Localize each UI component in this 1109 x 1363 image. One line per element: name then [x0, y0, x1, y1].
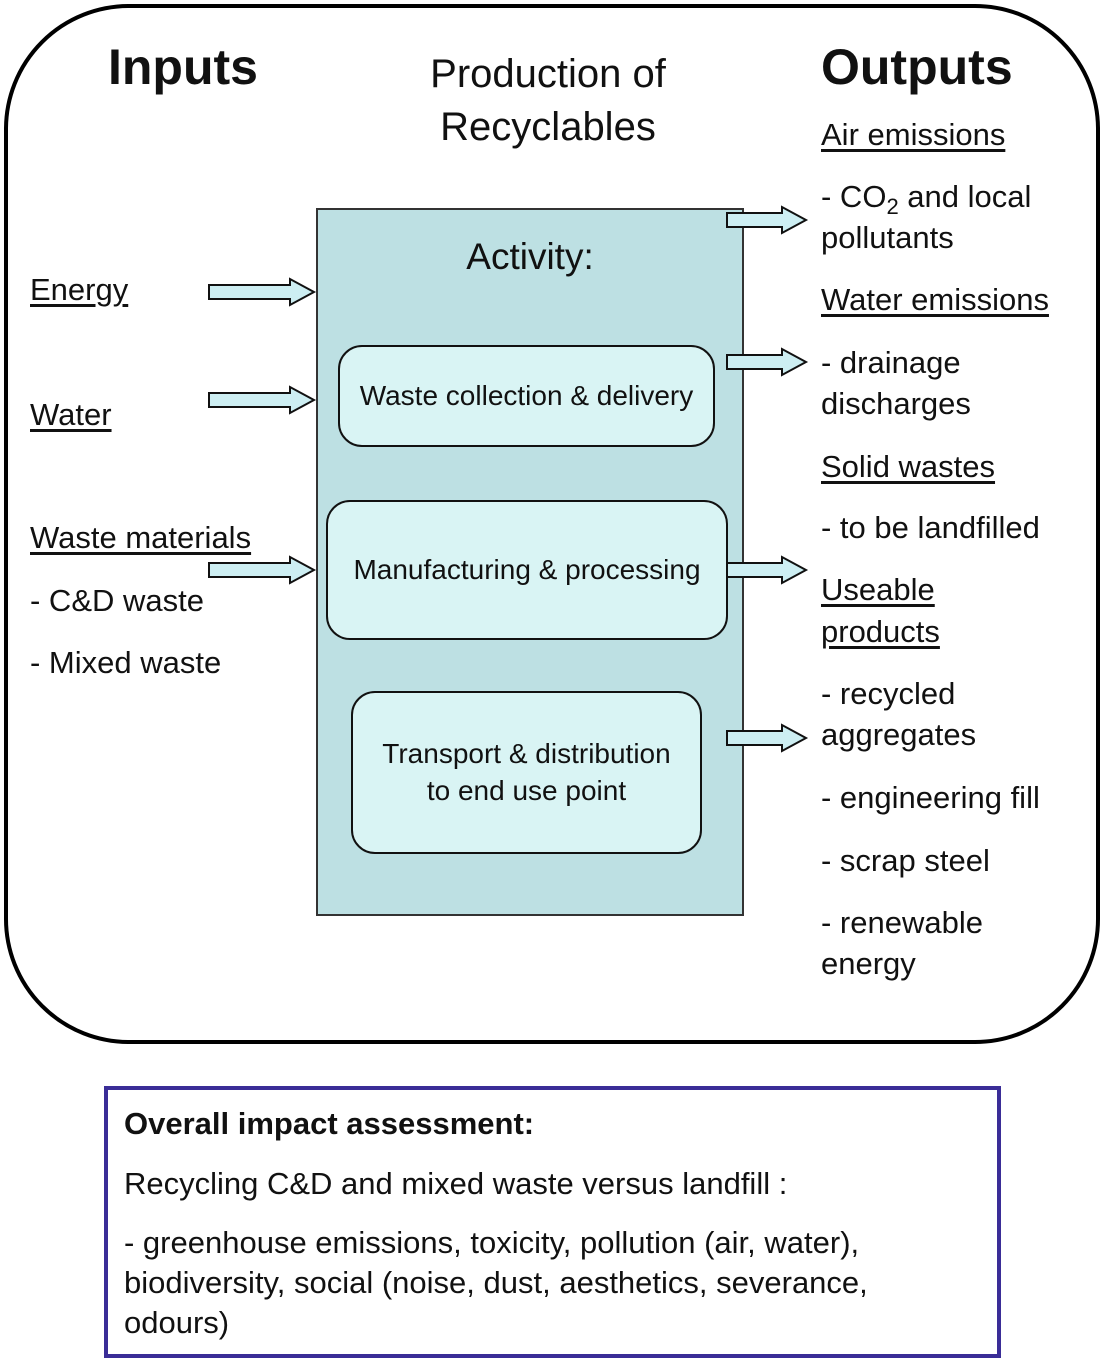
- output-pollutants: pollutants: [821, 220, 954, 255]
- co2-subscript: 2: [886, 194, 899, 220]
- input-water: Water: [30, 397, 112, 432]
- input-waste-materials: Waste materials: [30, 520, 252, 555]
- output-recycled: - recycled: [821, 676, 956, 711]
- step-transport-line-1: Transport & distribution: [382, 738, 671, 770]
- input-mixed-waste: - Mixed waste: [30, 645, 222, 680]
- output-drainage: - drainage: [821, 345, 961, 380]
- arrow-transport-out: [726, 723, 809, 753]
- step-waste-collection-label: Waste collection & delivery: [359, 379, 694, 411]
- output-renewable: - renewable: [821, 905, 983, 940]
- title-line-2: Recyclables: [440, 105, 656, 149]
- output-engineering-fill: - engineering fill: [821, 780, 1040, 815]
- output-aggregates: aggregates: [821, 717, 977, 752]
- output-energy: energy: [821, 946, 916, 981]
- step-transport-line-2: to end use point: [426, 774, 627, 806]
- impact-assessment-box: Overall impact assessment: Recycling C&D…: [104, 1086, 1001, 1358]
- impact-title: Overall impact assessment:: [124, 1106, 535, 1141]
- impact-details-line-1: - greenhouse emissions, toxicity, pollut…: [124, 1224, 860, 1260]
- arrow-air-out: [726, 205, 809, 235]
- impact-details-line-3: odours): [124, 1304, 230, 1340]
- arrow-waste-in: [208, 555, 317, 585]
- impact-details-line-2: biodiversity, social (noise, dust, aesth…: [124, 1264, 868, 1300]
- output-scrap-steel: - scrap steel: [821, 843, 990, 878]
- impact-details: - greenhouse emissions, toxicity, pollut…: [124, 1223, 981, 1343]
- step-transport: Transport & distribution to end use poin…: [351, 691, 702, 854]
- input-cd-waste: - C&D waste: [30, 583, 204, 618]
- activity-title: Activity:: [466, 236, 594, 277]
- output-water-emissions: Water emissions: [821, 282, 1049, 317]
- step-manufacturing: Manufacturing & processing: [326, 500, 728, 640]
- arrow-water-out: [726, 347, 809, 377]
- arrow-products-out: [726, 555, 809, 585]
- output-co2: - CO2 and local: [821, 177, 1031, 222]
- arrow-water-in: [208, 385, 317, 415]
- arrow-energy-in: [208, 277, 317, 307]
- outputs-heading: Outputs: [821, 39, 1013, 95]
- output-solid-wastes: Solid wastes: [821, 449, 996, 484]
- output-landfilled: - to be landfilled: [821, 510, 1040, 545]
- output-air-emissions: Air emissions: [821, 117, 1006, 152]
- output-useable: Useable: [821, 572, 935, 607]
- co2-suffix: and local: [898, 179, 1032, 214]
- output-products: products: [821, 614, 940, 649]
- step-manufacturing-label: Manufacturing & processing: [353, 553, 701, 585]
- title-line-1: Production of: [430, 52, 666, 96]
- impact-comparison: Recycling C&D and mixed waste versus lan…: [124, 1166, 788, 1202]
- input-energy: Energy: [30, 272, 129, 307]
- step-waste-collection: Waste collection & delivery: [338, 345, 715, 447]
- inputs-heading: Inputs: [108, 39, 258, 95]
- co2-prefix: - CO: [821, 179, 887, 214]
- diagram-frame: [4, 4, 1100, 1044]
- output-discharges: discharges: [821, 386, 971, 421]
- diagram-title: Production of Recyclables: [368, 48, 728, 154]
